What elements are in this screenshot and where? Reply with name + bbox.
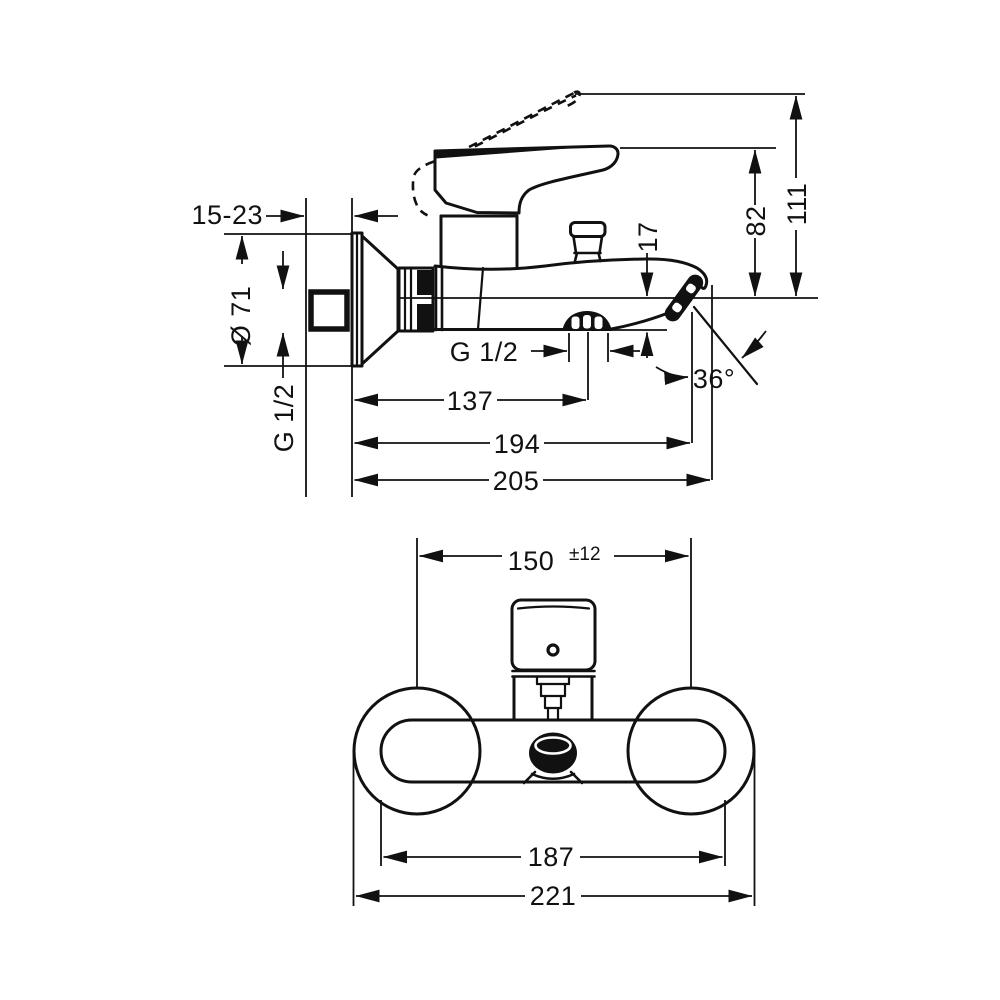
spout-outlet — [522, 732, 584, 785]
side-view: 15-23 Ø 71 G 1/2 G 1/2 17 — [191, 90, 818, 497]
handle-stem-steps — [535, 675, 571, 722]
dim-hose-outlet-reach: 137 — [354, 386, 587, 416]
dim-outlet-angle: 36° — [655, 305, 767, 394]
mixer-body — [379, 718, 727, 784]
front-view: 150 ±12 187 221 — [352, 538, 756, 911]
dim-label-wall-thread: G 1/2 — [269, 384, 299, 453]
dim-label-body-width: 187 — [528, 842, 575, 872]
dim-label-hose-outlet-drop: 17 — [633, 221, 663, 252]
dim-label-overall-height: 111 — [782, 183, 812, 226]
wall-union-block — [308, 289, 350, 332]
dim-label-connection-centers: 150 — [508, 546, 555, 576]
aerator — [664, 274, 704, 322]
dim-outlet-reach: 194 — [354, 429, 691, 459]
dim-label-overall-reach: 205 — [493, 466, 540, 496]
escutcheon — [350, 231, 400, 368]
dim-label-spout-height: 82 — [741, 205, 771, 236]
lever-handle-raised-dashed — [411, 90, 581, 217]
dim-escutcheon-diameter: Ø 71 — [226, 235, 256, 365]
dim-connection-centers: 150 ±12 — [416, 538, 692, 687]
lever-handle — [433, 144, 620, 215]
dim-label-overall-width: 221 — [530, 881, 577, 911]
dim-wall-depth: 15-23 — [191, 200, 398, 230]
dim-label-escutcheon-diameter: Ø 71 — [226, 286, 256, 347]
dim-hose-thread: G 1/2 — [450, 337, 640, 367]
hose-outlet-dome — [562, 311, 612, 331]
dim-label-outlet-angle: 36° — [693, 364, 735, 394]
dim-body-width: 187 — [380, 800, 726, 872]
dim-overall-reach: 205 — [354, 466, 711, 496]
dim-label-connection-tolerance: ±12 — [569, 544, 601, 565]
dim-label-outlet-reach: 194 — [494, 429, 541, 459]
dim-label-hose-thread: G 1/2 — [450, 337, 519, 367]
union-nut — [397, 266, 435, 333]
right-escutcheon-circle — [626, 686, 756, 816]
dim-overall-width: 221 — [352, 751, 756, 911]
dim-overall-height: 111 — [782, 95, 812, 297]
handle-front — [510, 598, 597, 722]
left-escutcheon-circle — [352, 686, 482, 816]
dim-spout-height: 82 — [741, 149, 771, 297]
faucet-body-spout — [433, 257, 709, 332]
dim-label-hose-outlet-reach: 137 — [447, 386, 494, 416]
cartridge-housing — [439, 214, 519, 268]
handle-dot — [546, 643, 560, 657]
dim-wall-thread: G 1/2 — [269, 251, 299, 452]
diverter-knob — [569, 221, 607, 263]
dim-hose-outlet-drop: 17 — [633, 221, 663, 358]
dim-label-wall-depth: 15-23 — [191, 200, 263, 230]
